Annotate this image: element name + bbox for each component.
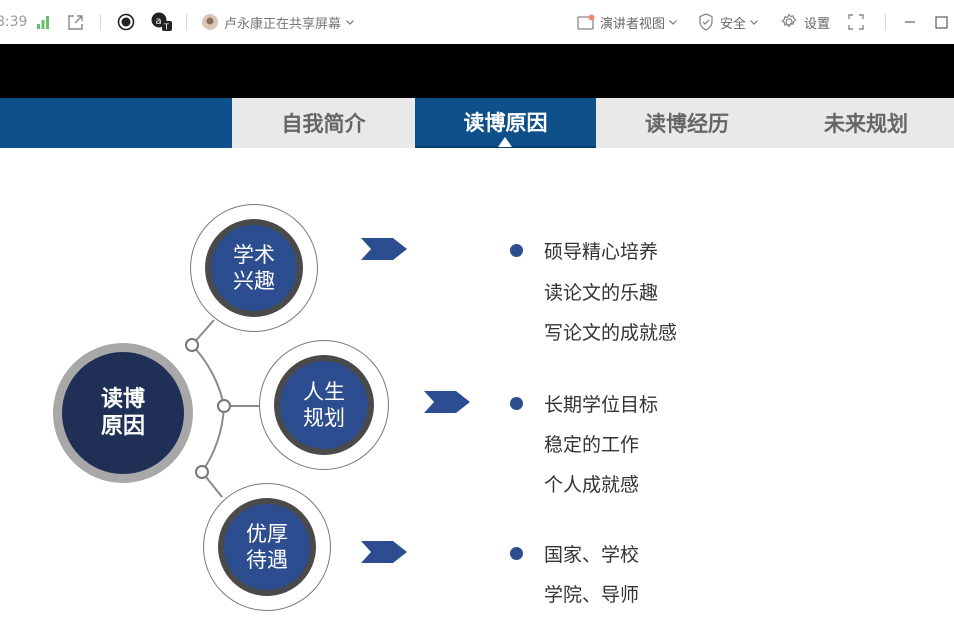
presenter-view-label: 演讲者视图 (600, 16, 666, 32)
center-label-line1: 读博 (100, 386, 145, 412)
bullet-dot (510, 244, 523, 257)
node-label-line1: 学术 (233, 242, 275, 267)
reason-item: 个人成就感 (544, 474, 640, 496)
node-label-line1: 优厚 (246, 521, 288, 546)
toolbar-divider (186, 14, 187, 30)
node-benefits-label: 优厚 待遇 (224, 504, 310, 590)
settings-button[interactable]: 设置 (804, 16, 831, 32)
node-label-line2: 规划 (303, 406, 345, 430)
presenter-view-icon[interactable] (577, 0, 596, 44)
toolbar-divider (885, 14, 886, 30)
gear-icon[interactable] (780, 0, 798, 44)
center-label-line2: 原因 (100, 414, 145, 439)
external-link-icon[interactable] (67, 0, 84, 44)
shield-icon[interactable] (698, 0, 714, 44)
slide-top-band (0, 44, 954, 98)
presenter-view-dropdown[interactable]: 演讲者视图 (600, 0, 678, 44)
node-life-label: 人生 规划 (280, 361, 368, 449)
share-status-text: 卢永康正在共享屏幕 (224, 16, 342, 32)
maximize-icon[interactable] (935, 0, 948, 44)
svg-text:a: a (156, 16, 162, 27)
chevron-arrow-icon (424, 391, 470, 413)
minimize-icon[interactable] (903, 0, 917, 44)
reason-item: 国家、学校 (544, 544, 640, 566)
bullet-dot (510, 547, 523, 560)
security-dropdown[interactable]: 安全 (720, 0, 759, 44)
signal-icon[interactable] (36, 0, 50, 44)
fullscreen-icon[interactable] (848, 0, 864, 44)
chevron-down-icon (346, 20, 354, 25)
reason-item: 读论文的乐趣 (544, 282, 659, 304)
node-life-circle (280, 361, 368, 449)
reason-item: 硕导精心培养 (544, 241, 659, 263)
svg-text:T: T (163, 23, 169, 32)
active-tab-caret (498, 137, 512, 147)
nav-brand-block (0, 98, 232, 148)
reason-item: 学院、导师 (544, 584, 640, 606)
chevron-down-icon (669, 20, 677, 25)
toolbar-divider (100, 14, 101, 30)
chevron-down-icon (750, 20, 758, 25)
center-circle (62, 352, 184, 474)
meeting-timer: 8:39 (0, 14, 28, 30)
node-label-line1: 人生 (303, 379, 345, 404)
node-academic-label: 学术 兴趣 (211, 225, 297, 311)
reason-item: 稳定的工作 (544, 434, 640, 456)
node-academic-circle (211, 225, 297, 311)
chevron-arrow-icon (361, 541, 407, 563)
security-label: 安全 (720, 16, 747, 32)
reason-item: 长期学位目标 (544, 394, 659, 416)
node-label-line2: 待遇 (246, 548, 288, 572)
tab-phd-experience[interactable]: 读博经历 (645, 112, 729, 136)
sharer-avatar-icon (201, 0, 219, 44)
reason-item: 写论文的成就感 (544, 322, 678, 344)
record-icon[interactable] (117, 0, 135, 44)
chevron-arrow-icon (361, 238, 407, 260)
tab-self-intro[interactable]: 自我简介 (281, 112, 366, 136)
share-status-dropdown[interactable]: 卢永康正在共享屏幕 (224, 0, 355, 44)
tab-future-plans[interactable]: 未来规划 (824, 112, 908, 136)
node-label-line2: 兴趣 (233, 269, 275, 293)
bullet-dot (510, 397, 523, 410)
node-benefits-circle (224, 504, 310, 590)
center-label: 读博 原因 (62, 352, 184, 474)
